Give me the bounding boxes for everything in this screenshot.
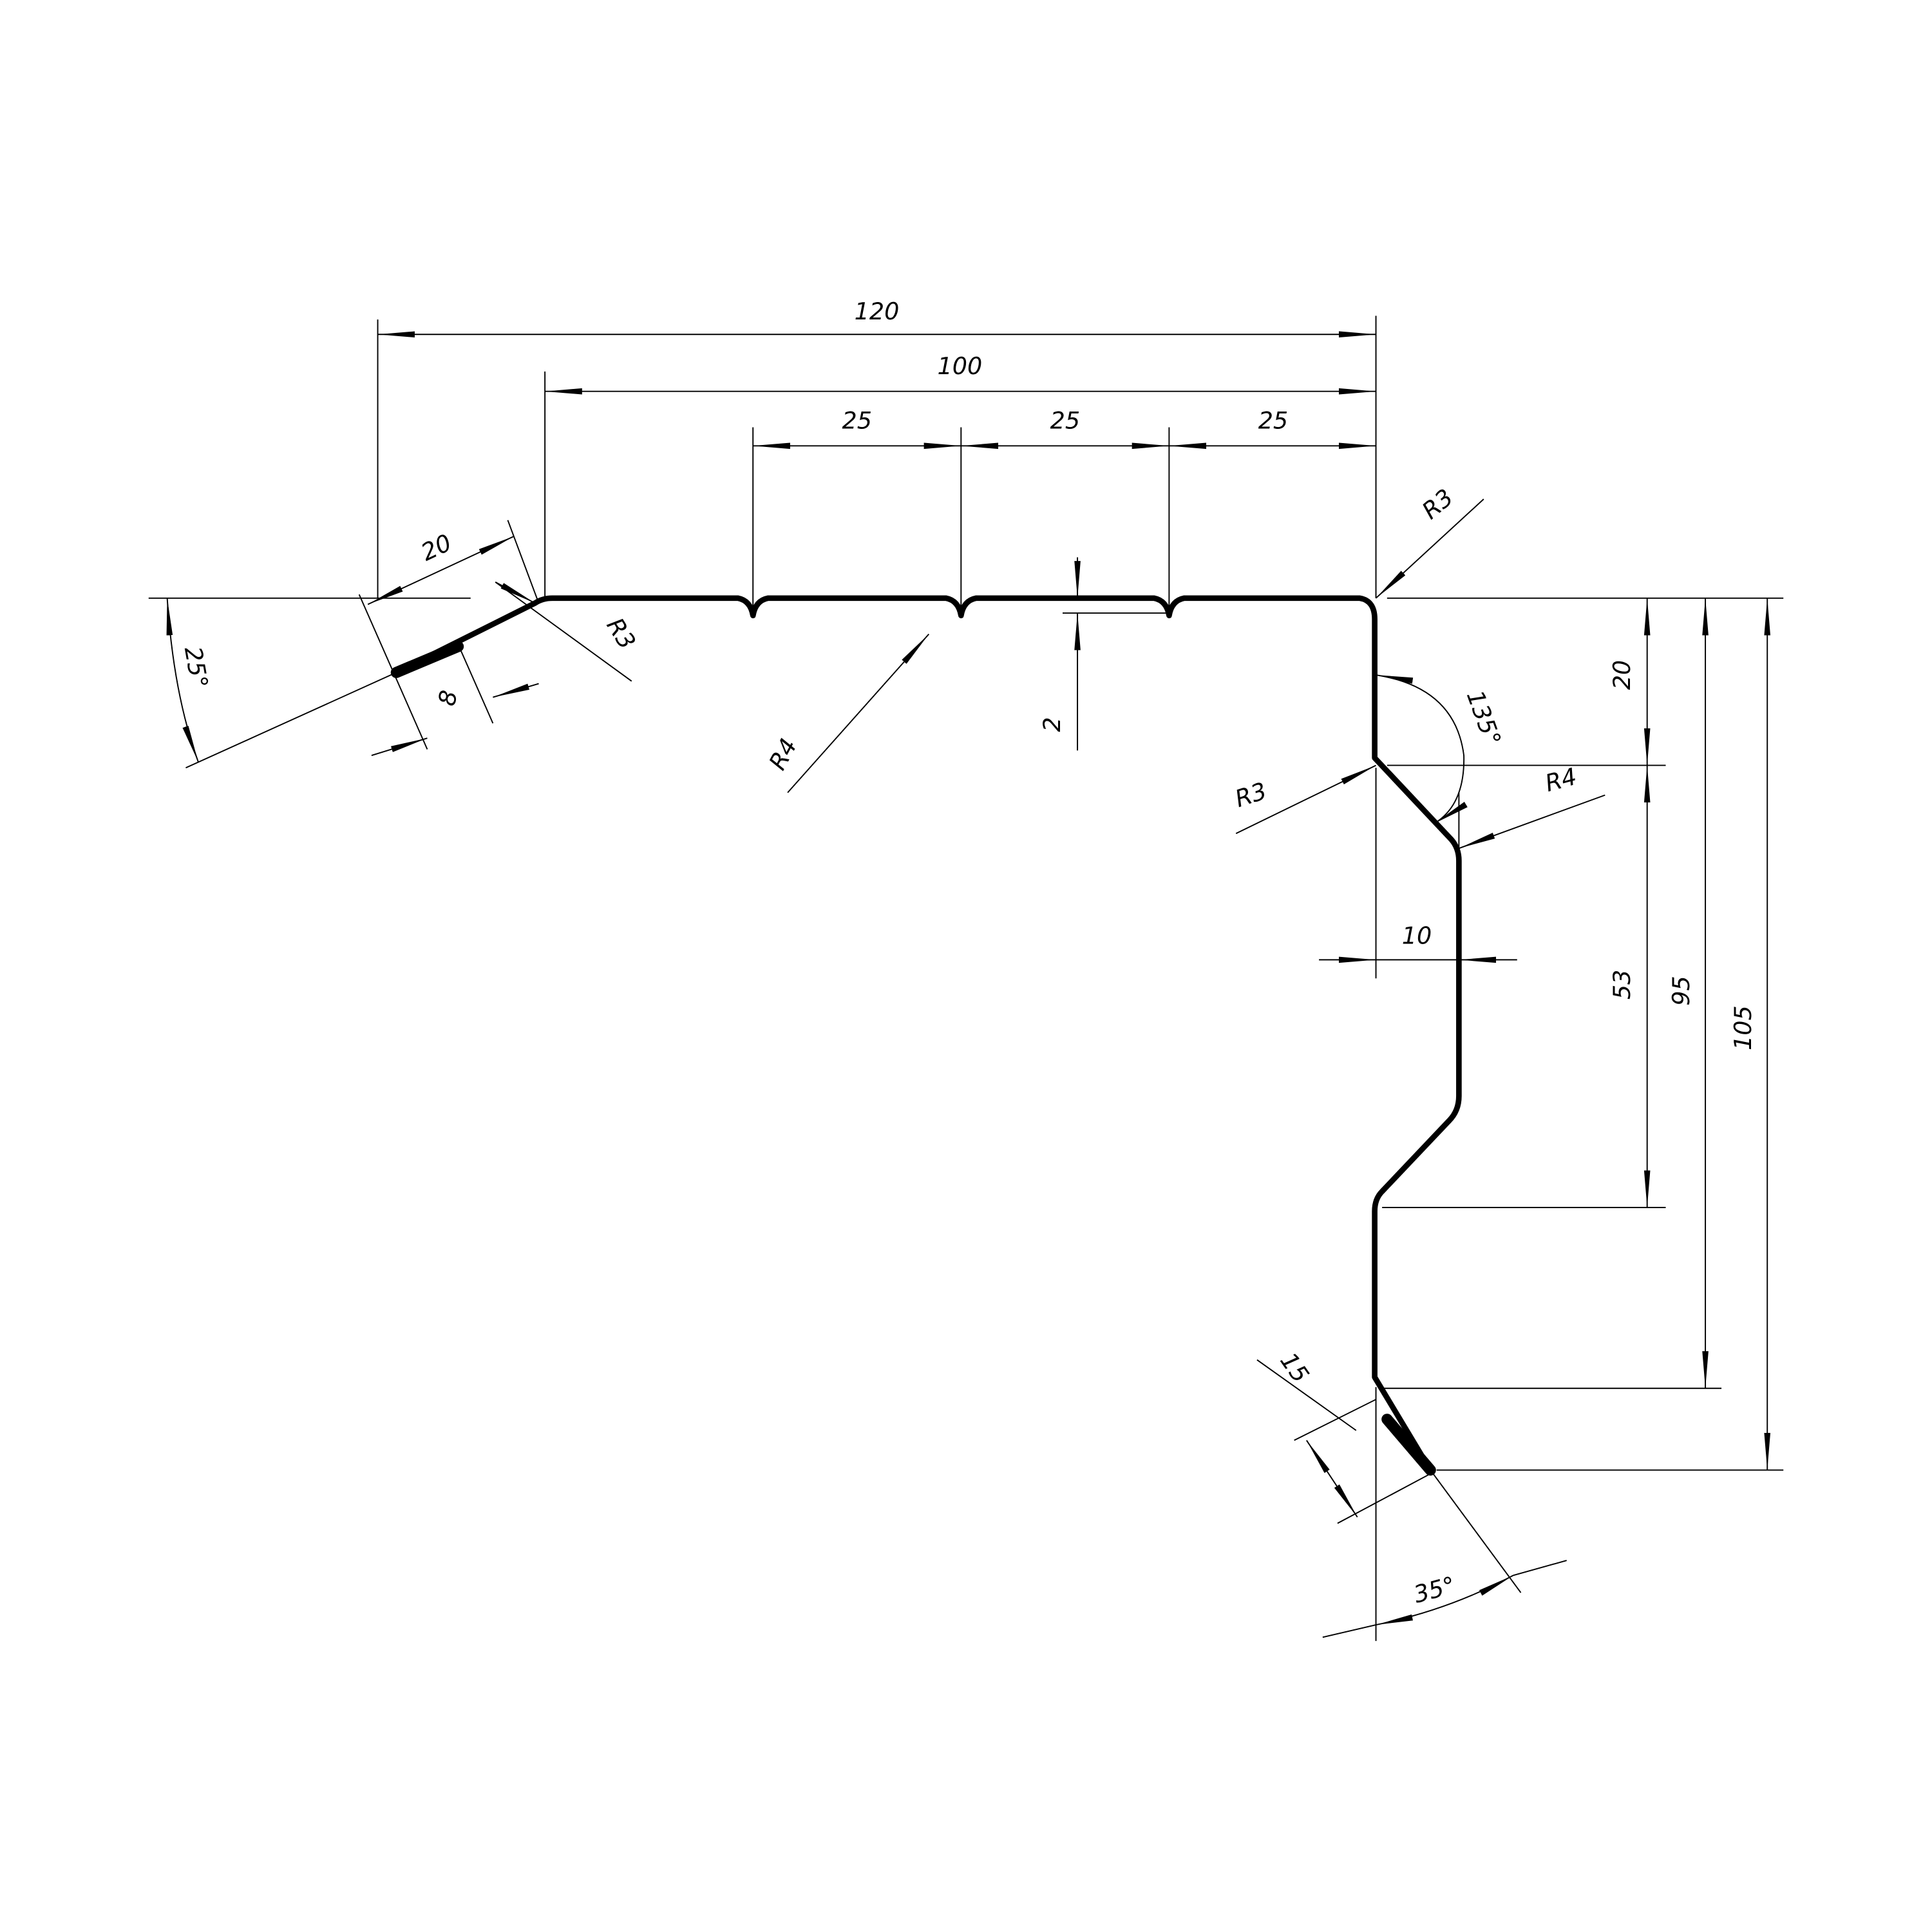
dim-bend-radius-mid: R3 xyxy=(1232,777,1271,813)
dim-offset: 10 xyxy=(1402,922,1432,949)
dimension-lines xyxy=(166,331,1771,1638)
dimension-labels: 120 100 25 25 25 20 8 25° R3 R4 2 R3 20 … xyxy=(179,298,1757,1609)
left-hem xyxy=(390,641,464,678)
dim-groove-pitch-2: 25 xyxy=(1050,406,1080,434)
dim-overall-width: 120 xyxy=(855,298,900,325)
metal-profile xyxy=(390,595,1462,1476)
dim-bend-radius-left: R3 xyxy=(601,613,641,654)
dim-flange-angle: 25° xyxy=(179,645,214,690)
dim-bottom-hem: 15 xyxy=(1274,1347,1314,1388)
dim-bend-radius-offset: R4 xyxy=(1542,762,1580,797)
dim-total-height-105: 105 xyxy=(1729,1005,1757,1050)
bottom-hem xyxy=(1381,1414,1436,1476)
dim-flat-width: 100 xyxy=(938,352,983,380)
dim-upper-drop: 20 xyxy=(1608,660,1636,690)
dim-groove-depth: 2 xyxy=(1038,717,1066,732)
extension-lines xyxy=(148,316,1784,1642)
dim-mid-height: 53 xyxy=(1608,970,1636,999)
dim-hem-length: 8 xyxy=(433,688,463,708)
dim-groove-radius: R4 xyxy=(763,734,802,775)
dim-total-height-95: 95 xyxy=(1667,976,1695,1005)
dim-bend-angle: 135° xyxy=(1461,687,1506,749)
dim-bend-radius-corner: R3 xyxy=(1417,484,1459,525)
dim-flange-length: 20 xyxy=(417,529,455,567)
dim-groove-pitch-3: 25 xyxy=(1258,406,1288,434)
dim-groove-pitch-1: 25 xyxy=(842,406,872,434)
